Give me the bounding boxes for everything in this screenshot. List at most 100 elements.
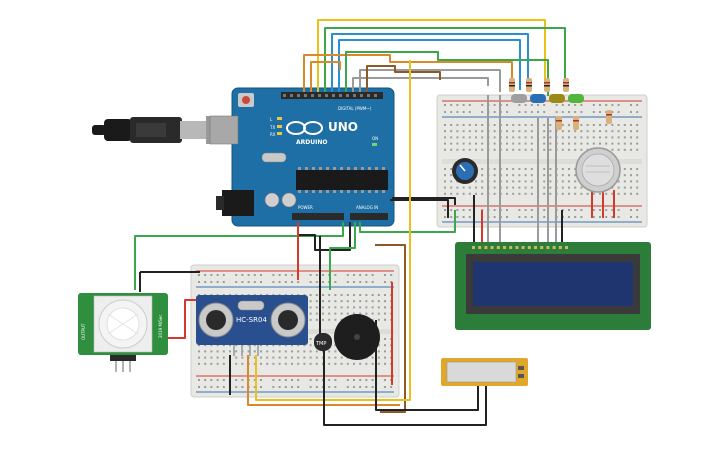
breadboard-hole xyxy=(384,274,386,276)
breadboard-hole xyxy=(377,300,380,303)
breadboard-hole xyxy=(605,216,608,218)
breadboard-hole xyxy=(611,192,614,195)
resistor-icon xyxy=(563,78,569,92)
breadboard-hole xyxy=(549,192,552,195)
breadboard-hole xyxy=(315,318,318,321)
breadboard-hole xyxy=(493,142,496,145)
analog-header xyxy=(350,213,388,220)
breadboard-hole xyxy=(586,192,589,195)
breadboard-hole xyxy=(309,294,312,296)
breadboard-hole xyxy=(530,142,533,145)
wire-green xyxy=(134,222,344,290)
breadboard-hole xyxy=(493,111,496,113)
breadboard-hole xyxy=(235,281,238,283)
led-icon xyxy=(549,94,565,103)
breadboard-hole xyxy=(506,216,508,218)
breadboard-hole xyxy=(568,124,570,126)
breadboard-hole xyxy=(543,192,546,195)
breadboard-hole xyxy=(561,142,564,145)
led-icon xyxy=(568,94,584,103)
breadboard-hole xyxy=(512,136,515,139)
breadboard-hole xyxy=(253,356,256,359)
breadboard-hole xyxy=(481,168,484,170)
breadboard-hole xyxy=(204,356,207,359)
breadboard-hole xyxy=(210,356,213,359)
breadboard-hole xyxy=(481,148,484,151)
breadboard-hole xyxy=(334,306,337,309)
analog-header-label: ANALOG IN xyxy=(356,205,378,210)
breadboard-hole xyxy=(235,350,238,353)
breadboard-hole xyxy=(384,312,386,315)
breadboard-hole xyxy=(506,192,508,195)
potentiometer-icon[interactable] xyxy=(452,158,478,184)
breadboard-hole xyxy=(235,356,238,359)
breadboard-hole xyxy=(309,350,312,353)
breadboard-hole xyxy=(574,186,577,189)
breadboard-hole xyxy=(359,362,362,365)
breadboard-hole xyxy=(365,294,368,296)
breadboard-hole xyxy=(284,274,287,276)
breadboard-hole xyxy=(475,136,477,139)
breadboard-hole xyxy=(365,306,368,309)
breadboard-hole xyxy=(568,168,570,170)
breadboard-hole xyxy=(574,180,577,183)
breadboard-hole xyxy=(253,274,256,276)
arduino-brand: ARDUINO xyxy=(296,139,327,146)
arduino-uno-board: ARDUINO UNO DIGITAL (PWM~) POWER ANALOG … xyxy=(209,87,395,227)
breadboard-hole xyxy=(384,294,386,296)
breadboard-hole xyxy=(235,379,238,381)
breadboard-hole xyxy=(462,192,465,195)
breadboard-hole xyxy=(328,306,331,309)
breadboard-hole xyxy=(284,350,287,353)
breadboard-hole xyxy=(444,168,446,170)
breadboard-hole xyxy=(450,186,453,189)
breadboard-hole xyxy=(359,294,362,296)
lcd-pin xyxy=(490,246,494,249)
breadboard-hole xyxy=(315,386,318,388)
breadboard-hole xyxy=(592,136,595,139)
breadboard-hole xyxy=(586,130,589,133)
breadboard-hole xyxy=(530,209,533,211)
breadboard-hole xyxy=(481,142,484,145)
breadboard-hole xyxy=(456,192,459,195)
breadboard-hole xyxy=(524,186,527,189)
breadboard-hole xyxy=(530,174,533,177)
breadboard-hole xyxy=(340,318,343,321)
breadboard-hole xyxy=(303,356,306,359)
breadboard-hole xyxy=(315,274,318,276)
temperature-sensor: TMP xyxy=(314,333,332,351)
breadboard-hole xyxy=(328,356,331,359)
breadboard-hole xyxy=(630,136,632,139)
breadboard-hole xyxy=(611,111,614,113)
breadboard-hole xyxy=(260,281,262,283)
breadboard-hole xyxy=(291,274,293,276)
breadboard-hole xyxy=(574,174,577,177)
breadboard-hole xyxy=(493,192,496,195)
breadboard-hole xyxy=(444,216,446,218)
breadboard-hole xyxy=(630,192,632,195)
breadboard-hole xyxy=(371,306,374,309)
breadboard-hole xyxy=(636,168,639,170)
led-icon xyxy=(530,94,546,103)
breadboard-hole xyxy=(365,386,368,388)
breadboard-hole xyxy=(450,209,453,211)
breadboard-hole xyxy=(549,174,552,177)
breadboard-hole xyxy=(456,142,459,145)
lcd-pin xyxy=(472,246,475,249)
breadboard-hole xyxy=(580,192,583,195)
breadboard-hole xyxy=(599,142,601,145)
breadboard-hole xyxy=(210,379,213,381)
breadboard-hole xyxy=(353,281,355,283)
breadboard-hole xyxy=(210,274,213,276)
breadboard-hole xyxy=(260,356,262,359)
breadboard-hole xyxy=(543,111,546,113)
breadboard-hole xyxy=(530,124,533,126)
breadboard-hole xyxy=(630,124,632,126)
breadboard-hole xyxy=(462,209,465,211)
breadboard-hole xyxy=(365,379,368,381)
breadboard-hole xyxy=(198,362,200,365)
breadboard-hole xyxy=(468,186,471,189)
breadboard-hole xyxy=(481,111,484,113)
breadboard-hole xyxy=(247,350,250,353)
lcd-pin xyxy=(478,246,482,249)
